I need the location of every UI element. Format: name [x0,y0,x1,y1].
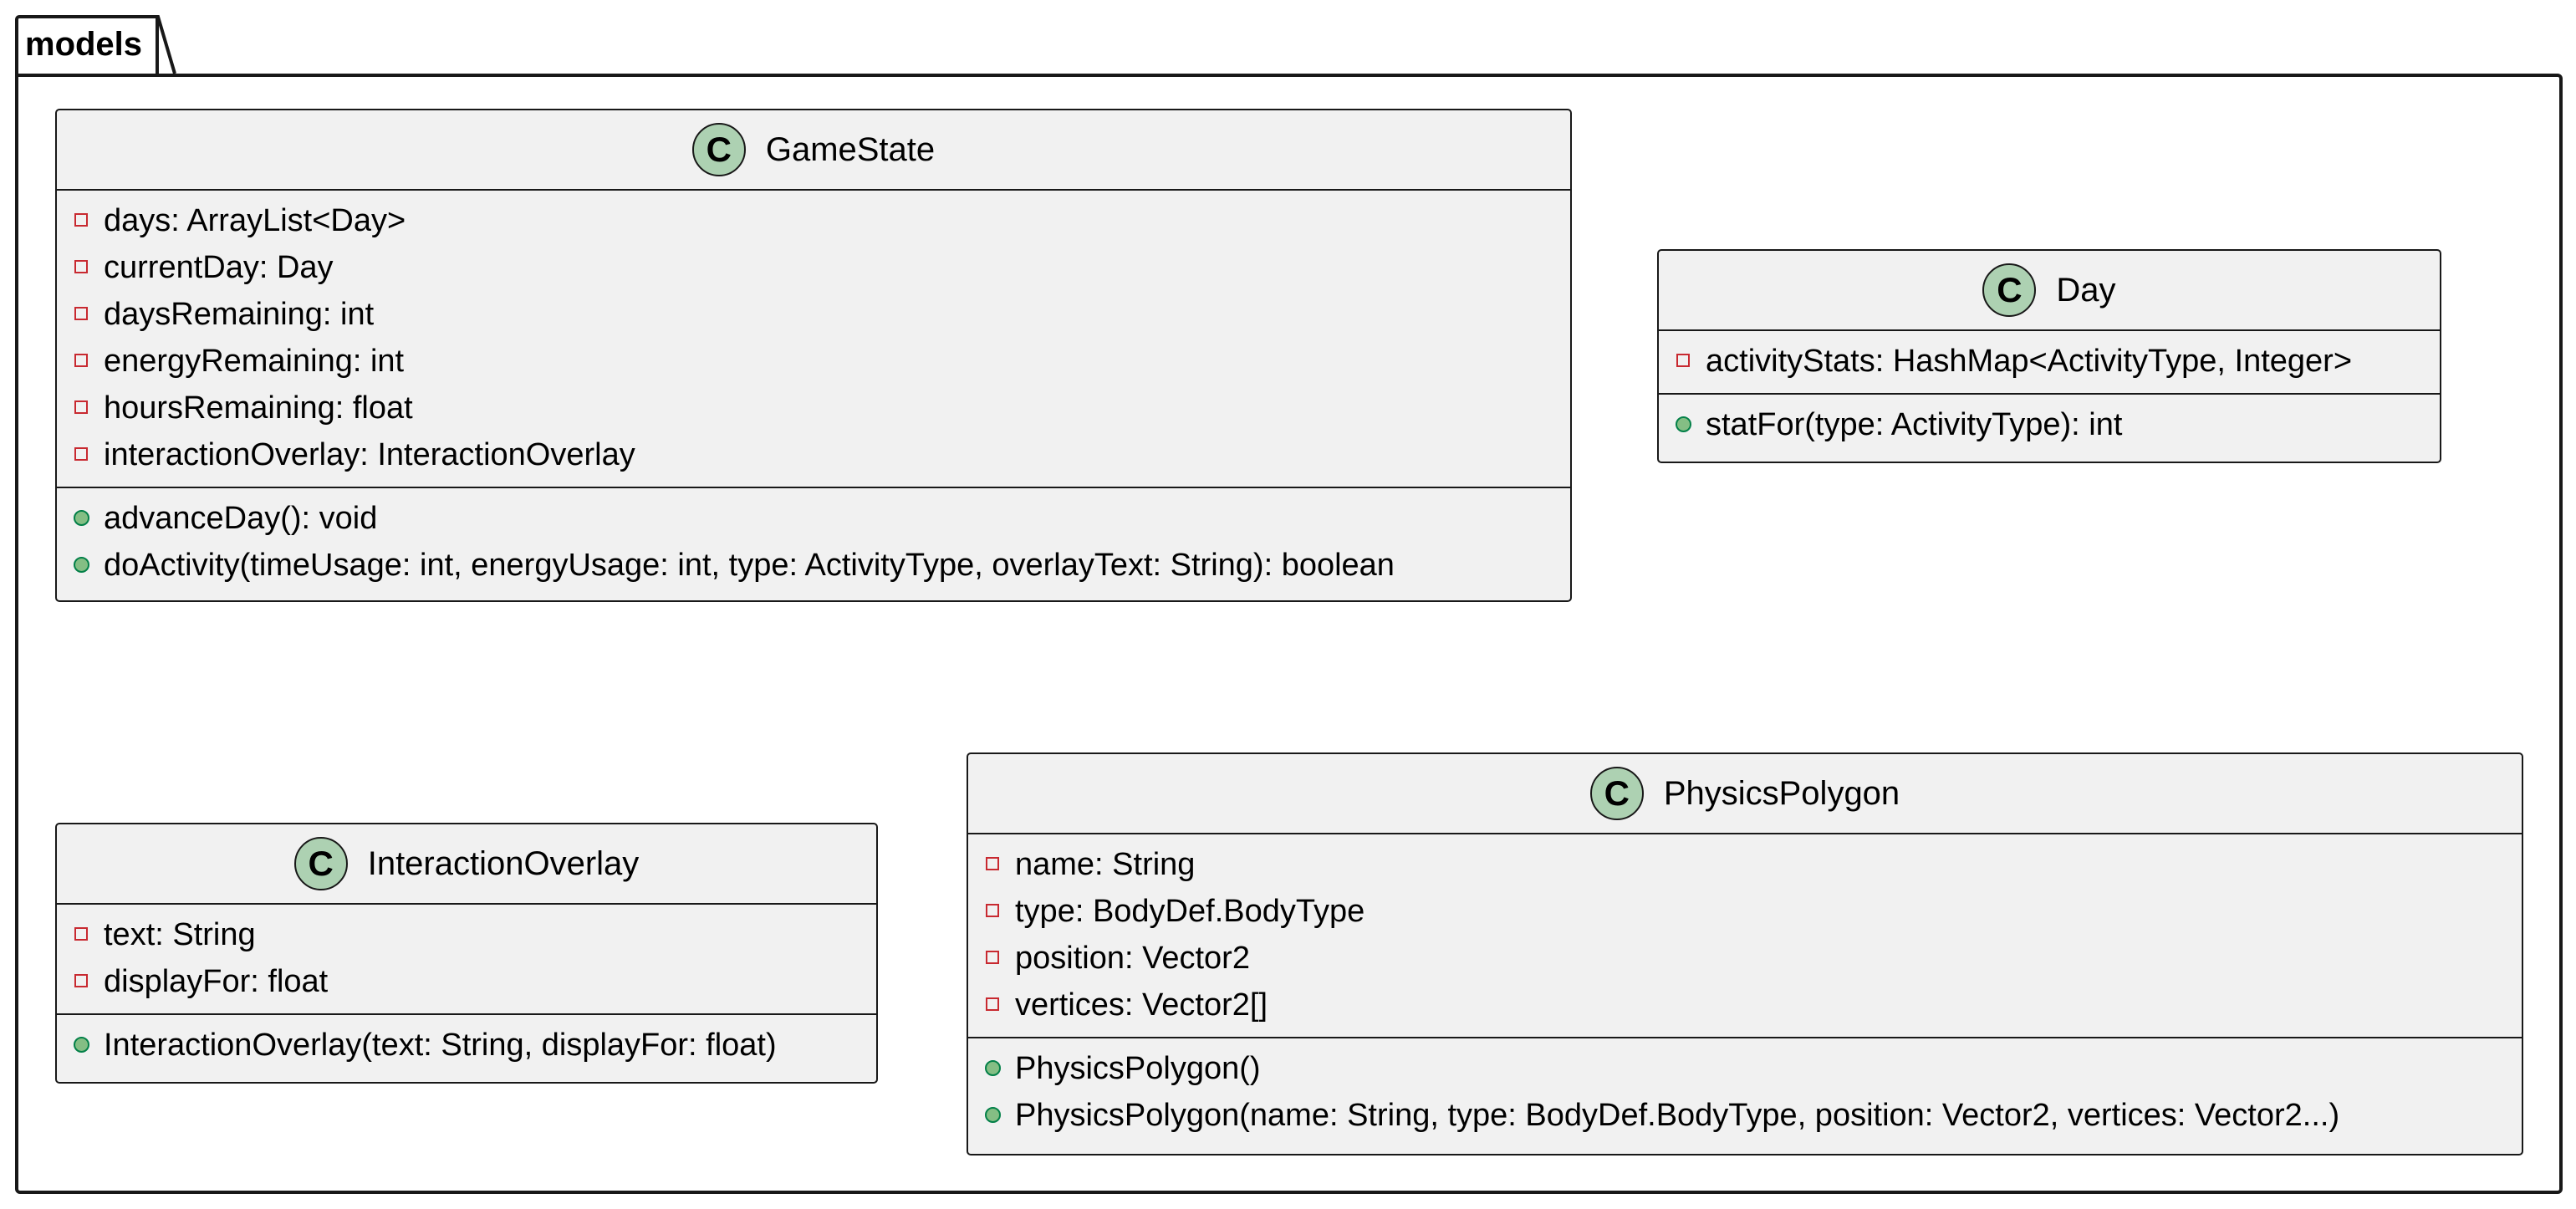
methods-section: InteractionOverlay(text: String, display… [57,1015,876,1077]
field-row: name: String [968,841,2522,888]
private-visibility-icon [72,972,92,992]
fields-section: activityStats: HashMap<ActivityType, Int… [1659,331,2440,395]
field-row: type: BodyDef.BodyType [968,888,2522,935]
methods-section: PhysicsPolygon() PhysicsPolygon(name: St… [968,1038,2522,1147]
field-row: text: String [57,911,876,958]
field-row: interactionOverlay: InteractionOverlay [57,431,1570,478]
private-visibility-icon [72,258,92,278]
private-visibility-icon [72,925,92,945]
class-header: C InteractionOverlay [57,824,876,905]
class-badge-icon: C [293,837,348,890]
fields-section: text: String displayFor: float [57,905,876,1015]
class-name: GameState [765,131,936,168]
public-visibility-icon [72,508,92,528]
private-visibility-icon [72,398,92,418]
field-row: energyRemaining: int [57,338,1570,385]
private-visibility-icon [72,445,92,465]
method-row: doActivity(timeUsage: int, energyUsage: … [57,542,1570,589]
class-gamestate[interactable]: C GameState days: ArrayList<Day> current… [55,109,1572,602]
private-visibility-icon [983,948,1003,968]
method-row: advanceDay(): void [57,495,1570,542]
field-row: displayFor: float [57,958,876,1005]
package-tab-slant [155,15,176,74]
methods-section: statFor(type: ActivityType): int [1659,395,2440,457]
class-header: C Day [1659,251,2440,331]
class-badge-icon: C [1589,767,1644,820]
methods-section: advanceDay(): void doActivity(timeUsage:… [57,488,1570,597]
private-visibility-icon [72,304,92,324]
private-visibility-icon [983,995,1003,1015]
fields-section: name: String type: BodyDef.BodyType posi… [968,834,2522,1038]
field-row: vertices: Vector2[] [968,982,2522,1028]
public-visibility-icon [72,555,92,575]
method-row: PhysicsPolygon(name: String, type: BodyD… [968,1092,2522,1139]
class-name: InteractionOverlay [367,845,640,882]
method-row: PhysicsPolygon() [968,1045,2522,1092]
field-row: days: ArrayList<Day> [57,197,1570,244]
public-visibility-icon [983,1059,1003,1079]
field-row: hoursRemaining: float [57,385,1570,431]
class-name: PhysicsPolygon [1663,775,1900,812]
class-badge-icon: C [691,123,746,176]
class-header: C PhysicsPolygon [968,754,2522,834]
private-visibility-icon [1674,351,1694,371]
package-frame [15,74,2563,1194]
class-badge-icon: C [1982,263,2037,317]
private-visibility-icon [983,901,1003,921]
class-day[interactable]: C Day activityStats: HashMap<ActivityTyp… [1657,249,2441,463]
field-row: activityStats: HashMap<ActivityType, Int… [1659,338,2440,385]
public-visibility-icon [1674,415,1694,435]
fields-section: days: ArrayList<Day> currentDay: Day day… [57,191,1570,488]
class-header: C GameState [57,110,1570,191]
package-title: models [25,26,143,63]
private-visibility-icon [72,351,92,371]
package-tab [15,15,159,75]
field-row: daysRemaining: int [57,291,1570,338]
class-physicspolygon[interactable]: C PhysicsPolygon name: String type: Body… [967,752,2523,1155]
field-row: currentDay: Day [57,244,1570,291]
method-row: statFor(type: ActivityType): int [1659,401,2440,448]
public-visibility-icon [983,1105,1003,1125]
method-row: InteractionOverlay(text: String, display… [57,1022,876,1069]
private-visibility-icon [72,211,92,231]
class-name: Day [2056,272,2116,309]
class-interactionoverlay[interactable]: C InteractionOverlay text: String displa… [55,823,878,1084]
field-row: position: Vector2 [968,935,2522,982]
public-visibility-icon [72,1035,92,1055]
private-visibility-icon [983,854,1003,875]
